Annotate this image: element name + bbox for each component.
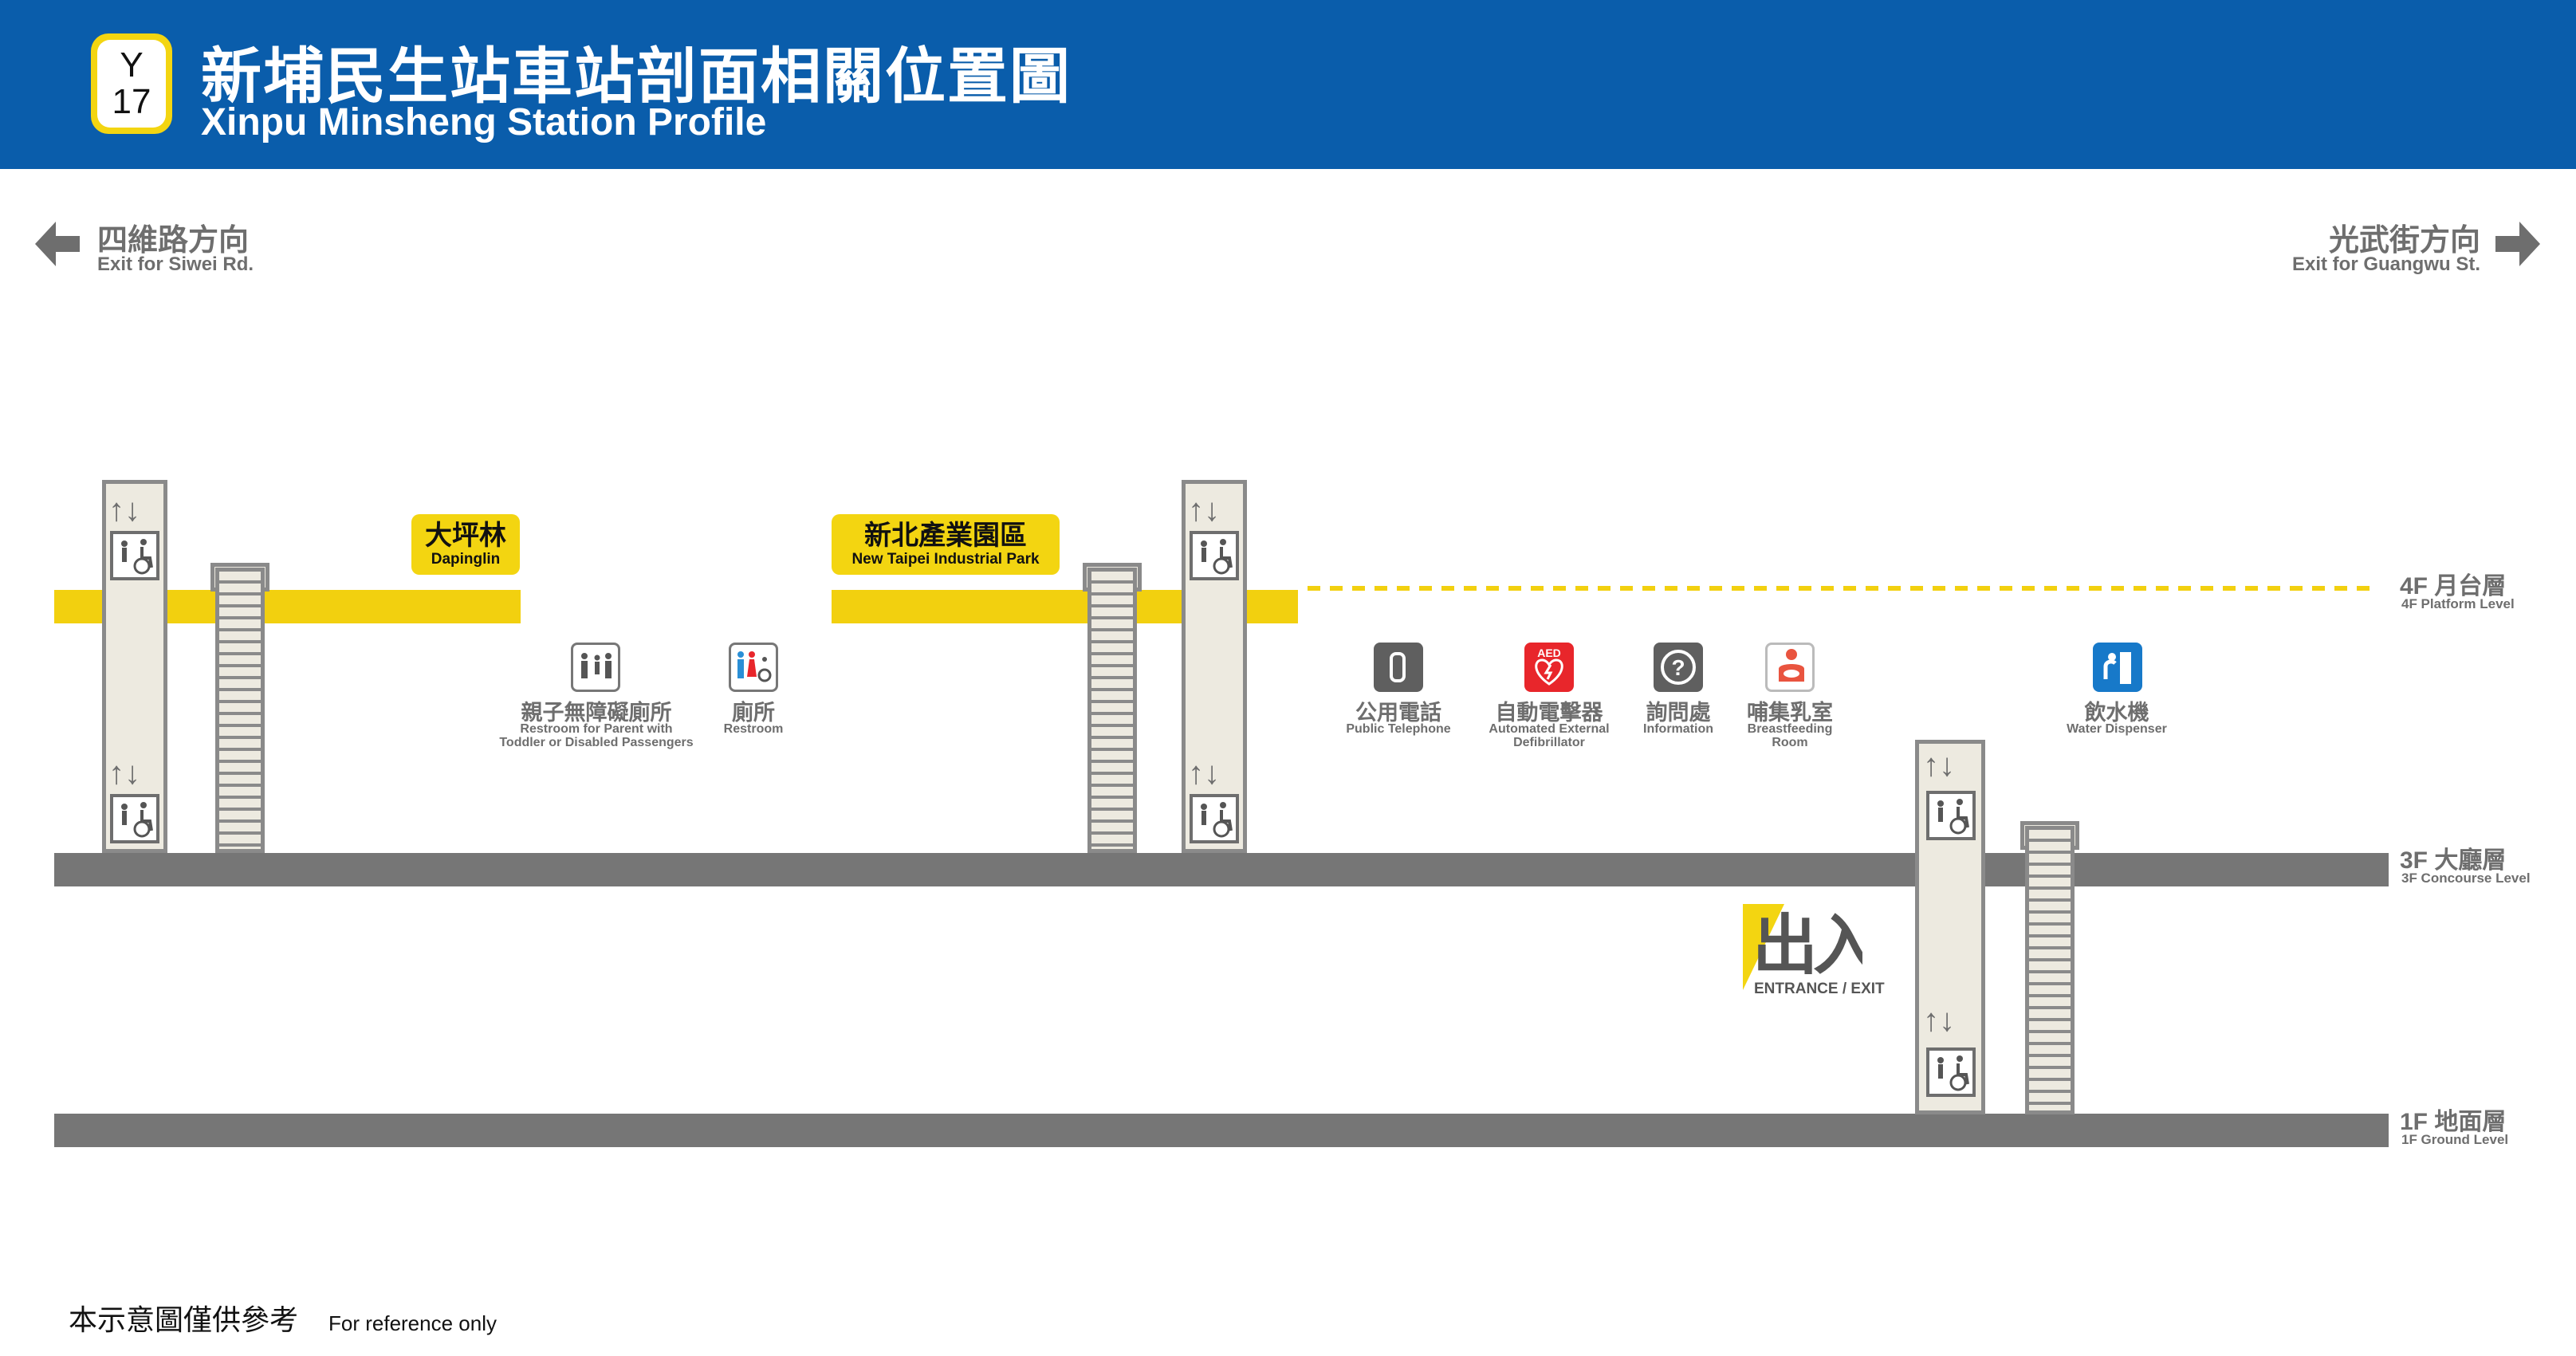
- stairs-right: [2025, 826, 2075, 1114]
- telephone-icon: [1374, 643, 1423, 692]
- aed-icon: AED: [1524, 643, 1574, 692]
- line-badge: Y 17: [91, 33, 172, 134]
- page-title-zh: 新埔民生站車站剖面相關位置圖: [201, 43, 1072, 111]
- station-number: 17: [112, 82, 151, 121]
- floor-1f-bar: [54, 1114, 2389, 1147]
- station-tag-industrial-park: 新北產業園區 New Taipei Industrial Park: [832, 514, 1060, 575]
- arrow-left-icon: [35, 222, 80, 266]
- arrow-right-icon: [2495, 222, 2540, 266]
- facility-breastfeeding-en: Breastfeeding Room: [1747, 722, 1833, 749]
- facility-water-dispenser-zh: 飲水機: [2084, 701, 2149, 725]
- facility-restroom-zh: 廁所: [732, 701, 775, 725]
- floor-label-1f-en: 1F Ground Level: [2401, 1132, 2509, 1147]
- entrance-exit-zh: 出入口: [1752, 910, 1862, 982]
- floor-3f-bar: [54, 853, 2389, 886]
- direction-left-en: Exit for Siwei Rd.: [97, 254, 254, 275]
- floor-label-4f-zh: 4F 月台層: [2400, 573, 2507, 599]
- direction-right-en: Exit for Guangwu St.: [2291, 254, 2480, 275]
- stairs-middle: [1087, 568, 1137, 853]
- facility-restroom-en: Restroom: [723, 722, 784, 736]
- up-down-arrows-icon: ↑↓: [108, 756, 140, 791]
- station-tag-dapinglin-zh: 大坪林: [425, 521, 506, 551]
- station-tag-industrial-park-zh: 新北產業園區: [864, 521, 1027, 551]
- floor-label-3f-zh: 3F 大廳層: [2400, 847, 2507, 874]
- up-down-arrows-icon: ↑↓: [108, 493, 140, 528]
- wheelchair-elevator-icon: [1190, 531, 1239, 580]
- page-title-en: Xinpu Minsheng Station Profile: [201, 101, 767, 143]
- breastfeeding-room-icon: [1765, 643, 1815, 692]
- water-dispenser-icon: [2093, 643, 2142, 692]
- facility-information-zh: 詢問處: [1646, 701, 1711, 725]
- entrance-exit-en: ENTRANCE / EXIT: [1754, 981, 1885, 997]
- direction-right-zh: 光武街方向: [2328, 224, 2480, 257]
- facility-information-en: Information: [1643, 722, 1713, 736]
- wheelchair-elevator-icon: [1190, 794, 1239, 843]
- reference-note-zh: 本示意圖僅供參考: [69, 1303, 299, 1336]
- line-badge-inner: Y 17: [97, 40, 166, 128]
- station-tag-dapinglin: 大坪林 Dapinglin: [411, 514, 520, 575]
- facility-telephone-en: Public Telephone: [1346, 722, 1451, 736]
- direction-left-zh: 四維路方向: [97, 224, 250, 257]
- up-down-arrows-icon: ↑↓: [1188, 756, 1220, 791]
- up-down-arrows-icon: ↑↓: [1188, 493, 1220, 528]
- wheelchair-elevator-icon: [110, 531, 159, 580]
- line-code: Y: [120, 45, 144, 85]
- floor-label-1f-zh: 1F 地面層: [2400, 1109, 2507, 1135]
- station-tag-industrial-park-en: New Taipei Industrial Park: [851, 551, 1040, 568]
- wheelchair-elevator-icon: [1926, 1047, 1976, 1097]
- facility-aed-zh: 自動電擊器: [1495, 701, 1603, 725]
- reference-note-en: For reference only: [328, 1311, 497, 1335]
- svg-text:?: ?: [1671, 655, 1685, 680]
- floor-label-3f-en: 3F Concourse Level: [2401, 871, 2531, 886]
- facility-telephone-zh: 公用電話: [1355, 701, 1441, 725]
- platform-dashed-line: [1308, 586, 2376, 591]
- information-icon: ?: [1654, 643, 1703, 692]
- floor-label-4f-en: 4F Platform Level: [2401, 596, 2515, 611]
- facility-aed-en: Automated External Defibrillator: [1489, 722, 1610, 749]
- svg-text:AED: AED: [1537, 647, 1561, 659]
- wheelchair-elevator-icon: [110, 794, 159, 843]
- up-down-arrows-icon: ↑↓: [1923, 748, 1955, 783]
- wheelchair-elevator-icon: [1926, 791, 1976, 840]
- facility-breastfeeding-zh: 哺集乳室: [1747, 701, 1833, 725]
- entrance-exit-icon: 出入口: [1743, 904, 1862, 990]
- restroom-icon: [729, 643, 778, 692]
- family-accessible-restroom-icon: [571, 643, 620, 692]
- facility-family-restroom-en: Restroom for Parent with Toddler or Disa…: [499, 722, 694, 749]
- facility-water-dispenser-en: Water Dispenser: [2067, 722, 2167, 736]
- stairs-left: [215, 568, 265, 853]
- station-tag-dapinglin-en: Dapinglin: [431, 551, 501, 568]
- facility-family-restroom-zh: 親子無障礙廁所: [521, 701, 672, 725]
- header-bar: [0, 0, 2576, 169]
- up-down-arrows-icon: ↑↓: [1923, 1003, 1955, 1038]
